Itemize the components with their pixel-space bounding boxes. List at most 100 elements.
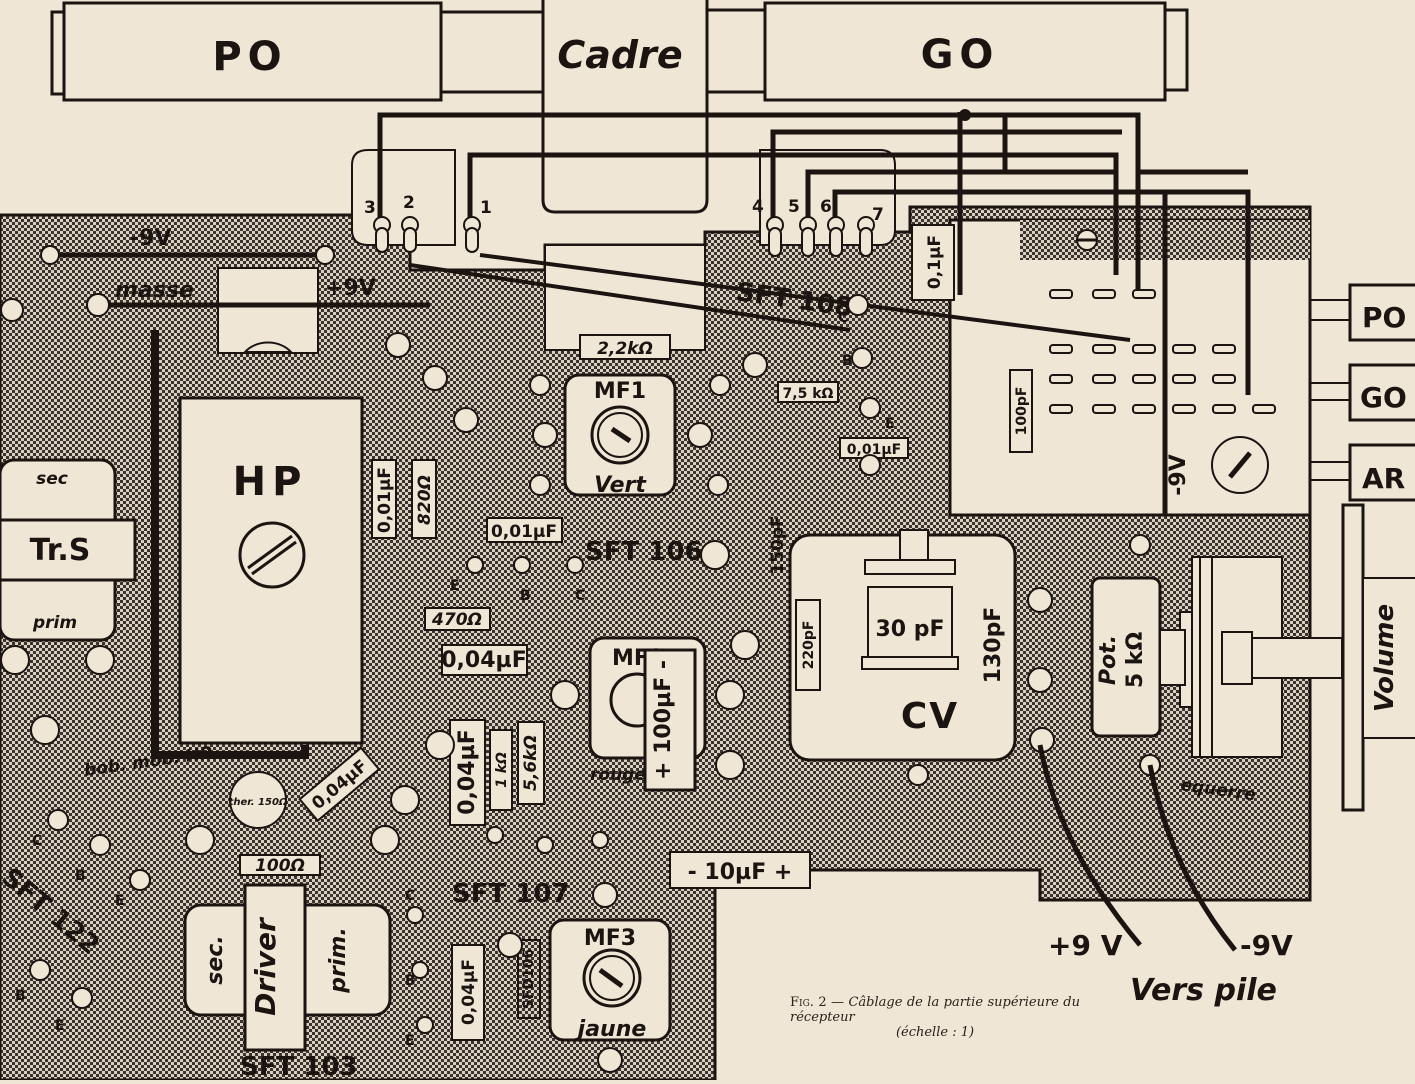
capacitor-0-1uF: 0,1µF — [911, 224, 955, 301]
caption-scale: (échelle : 1) — [895, 1025, 975, 1040]
if-transformer-mf3: MF3 jaune — [548, 918, 672, 1042]
solder-pads — [0, 293, 1161, 1073]
thermistor-label: ther. 150Ω — [229, 797, 288, 808]
mf3-color-label: jaune — [575, 1017, 647, 1042]
sft108-pin-b: B — [842, 353, 853, 369]
coil-wires — [377, 112, 1251, 515]
terminal-label-6: 6 — [820, 197, 832, 217]
capacitor-0-04uF-d: 0,04µF — [451, 944, 485, 1041]
output-transformer-prim-label: prim — [32, 613, 77, 633]
sft106-pin-c: C — [575, 588, 585, 604]
caption-fig-number: Fig. 2 — — [790, 995, 845, 1010]
if-transformer-mf2: MF2 rouge + 100µF - — [588, 636, 707, 792]
volume-knob[interactable]: Volume — [1341, 503, 1415, 812]
resistor-7-5k-label: 7,5 kΩ — [783, 386, 834, 402]
capacitor-10uF-label: - 10µF + — [688, 860, 793, 885]
resistor-1k: 1 kΩ — [489, 729, 513, 811]
volume-potentiometer: Pot. 5 kΩ equerre Volume — [1090, 503, 1415, 812]
terminal-6 — [827, 216, 845, 257]
figure-caption: Fig. 2 — Câblage de la partie supérieure… — [790, 995, 1080, 1040]
capacitor-100pF-label: 100pF — [1014, 387, 1030, 436]
resistor-7-5k: 7,5 kΩ — [777, 381, 839, 403]
thermistor: ther. 150Ω — [229, 771, 288, 829]
capacitor-100pF: 100pF — [1009, 369, 1033, 453]
output-transformer: Tr.S sec prim — [0, 458, 137, 642]
masse-label: masse — [115, 278, 194, 303]
battery-pos-label: +9 V — [1048, 929, 1123, 962]
mf2-color-label: rouge — [590, 765, 646, 785]
resistor-820: 820Ω — [411, 459, 437, 539]
go-coil — [763, 1, 1167, 102]
sft122-pin-e1: E — [115, 893, 125, 909]
speaker-screw-icon — [238, 521, 306, 589]
go-coil-label: GO — [921, 32, 1000, 78]
volume-label: Volume — [1370, 604, 1400, 712]
terminal-label-3: 3 — [364, 198, 376, 218]
capacitor-0-01uF-a: 0,01µF — [371, 459, 397, 539]
sft106-label: SFT 106 — [585, 537, 703, 567]
battery-label: Vers pile — [1130, 973, 1277, 1008]
mf1-color-label: Vert — [594, 473, 647, 498]
driver-sec-label: sec. — [203, 935, 228, 984]
po-coil-label: PO — [212, 34, 287, 80]
resistor-5-6k: 5,6kΩ — [517, 721, 545, 805]
driver-prim-label: prim. — [326, 927, 351, 993]
sft107-pin-b: B — [405, 973, 416, 989]
capacitor-0-04uF-b: 0,04µF — [449, 719, 486, 826]
cv-label: CV — [901, 696, 959, 737]
mf3-adjust-slot-icon — [598, 967, 624, 989]
sft108-pin-c: C — [838, 310, 848, 326]
mf1-adjust-slot-icon — [610, 426, 632, 444]
capacitor-0-01uF-c-label: 0,01µF — [847, 442, 901, 458]
terminal-label-5: 5 — [788, 197, 800, 217]
switch-bank-area — [948, 218, 1312, 517]
sft107-pin-e: E — [405, 1033, 415, 1049]
diode-sfd106: SFD106 — [517, 939, 541, 1019]
output-transformer-label: Tr.S — [30, 533, 91, 568]
hp-magnet-area — [217, 267, 319, 354]
pos-9v-rail-label: +9V — [325, 276, 376, 301]
resistor-5-6k-label: 5,6kΩ — [521, 735, 541, 791]
po-coil — [62, 1, 443, 102]
terminal-5 — [799, 216, 817, 257]
switch-button-po[interactable]: PO — [1310, 283, 1415, 342]
resistor-2-2k-label: 2,2kΩ — [597, 339, 653, 359]
if-transformer-mf1: MF1 Vert — [563, 373, 677, 498]
capacitor-0-04uF-a: 0,04µF — [441, 644, 528, 676]
driver-label: Driver — [249, 916, 282, 1016]
caption-text: Câblage de la partie supérieure du récep… — [790, 995, 1080, 1025]
antenna-assembly: PO GO Cadre — [50, 0, 1251, 515]
switch-button-ar-label: AR — [1362, 462, 1405, 495]
capacitor-150pF-label: 150pF — [768, 515, 788, 574]
neg-9v-rail-label: -9V — [130, 226, 171, 251]
switch-screw-icon — [1211, 436, 1269, 494]
capacitor-0-1uF-label: 0,1µF — [925, 235, 945, 289]
mf3-label: MF3 — [584, 926, 636, 951]
resistor-1k-label: 1 kΩ — [494, 752, 510, 788]
capacitor-220pF-label: 220pF — [801, 621, 817, 670]
resistor-2-2k: 2,2kΩ — [579, 334, 671, 360]
resistor-470-label: 470Ω — [431, 610, 482, 630]
battery-neg-label: -9V — [1240, 929, 1293, 962]
terminal-7 — [857, 216, 875, 257]
switch-button-ar[interactable]: AR — [1310, 443, 1415, 502]
resistor-820-label: 820Ω — [415, 475, 435, 525]
diode-sfd106-label: SFD106 — [521, 949, 537, 1010]
speaker-label: HP — [233, 459, 308, 505]
resistor-100-label: 100Ω — [255, 856, 305, 876]
cadre-label: Cadre — [557, 33, 682, 77]
capacitor-0-04uF-a-label: 0,04µF — [441, 648, 527, 673]
switch-button-go-label: GO — [1360, 381, 1407, 414]
terminal-1 — [463, 216, 481, 253]
cap-100uF — [643, 648, 697, 792]
switch-button-go[interactable]: GO — [1310, 363, 1415, 422]
capacitor-0-01uF-a-label: 0,01µF — [375, 467, 395, 533]
pot-value-label: 5 kΩ — [1123, 632, 1148, 689]
cv-value-label: 30 pF — [875, 617, 944, 642]
switch-bank: -9V PO GO AR — [1049, 229, 1415, 502]
pot-shaft — [1251, 637, 1343, 679]
capacitor-0-04uF-d-label: 0,04µF — [459, 959, 479, 1025]
capacitor-0-01uF-b: 0,01µF — [486, 517, 563, 543]
